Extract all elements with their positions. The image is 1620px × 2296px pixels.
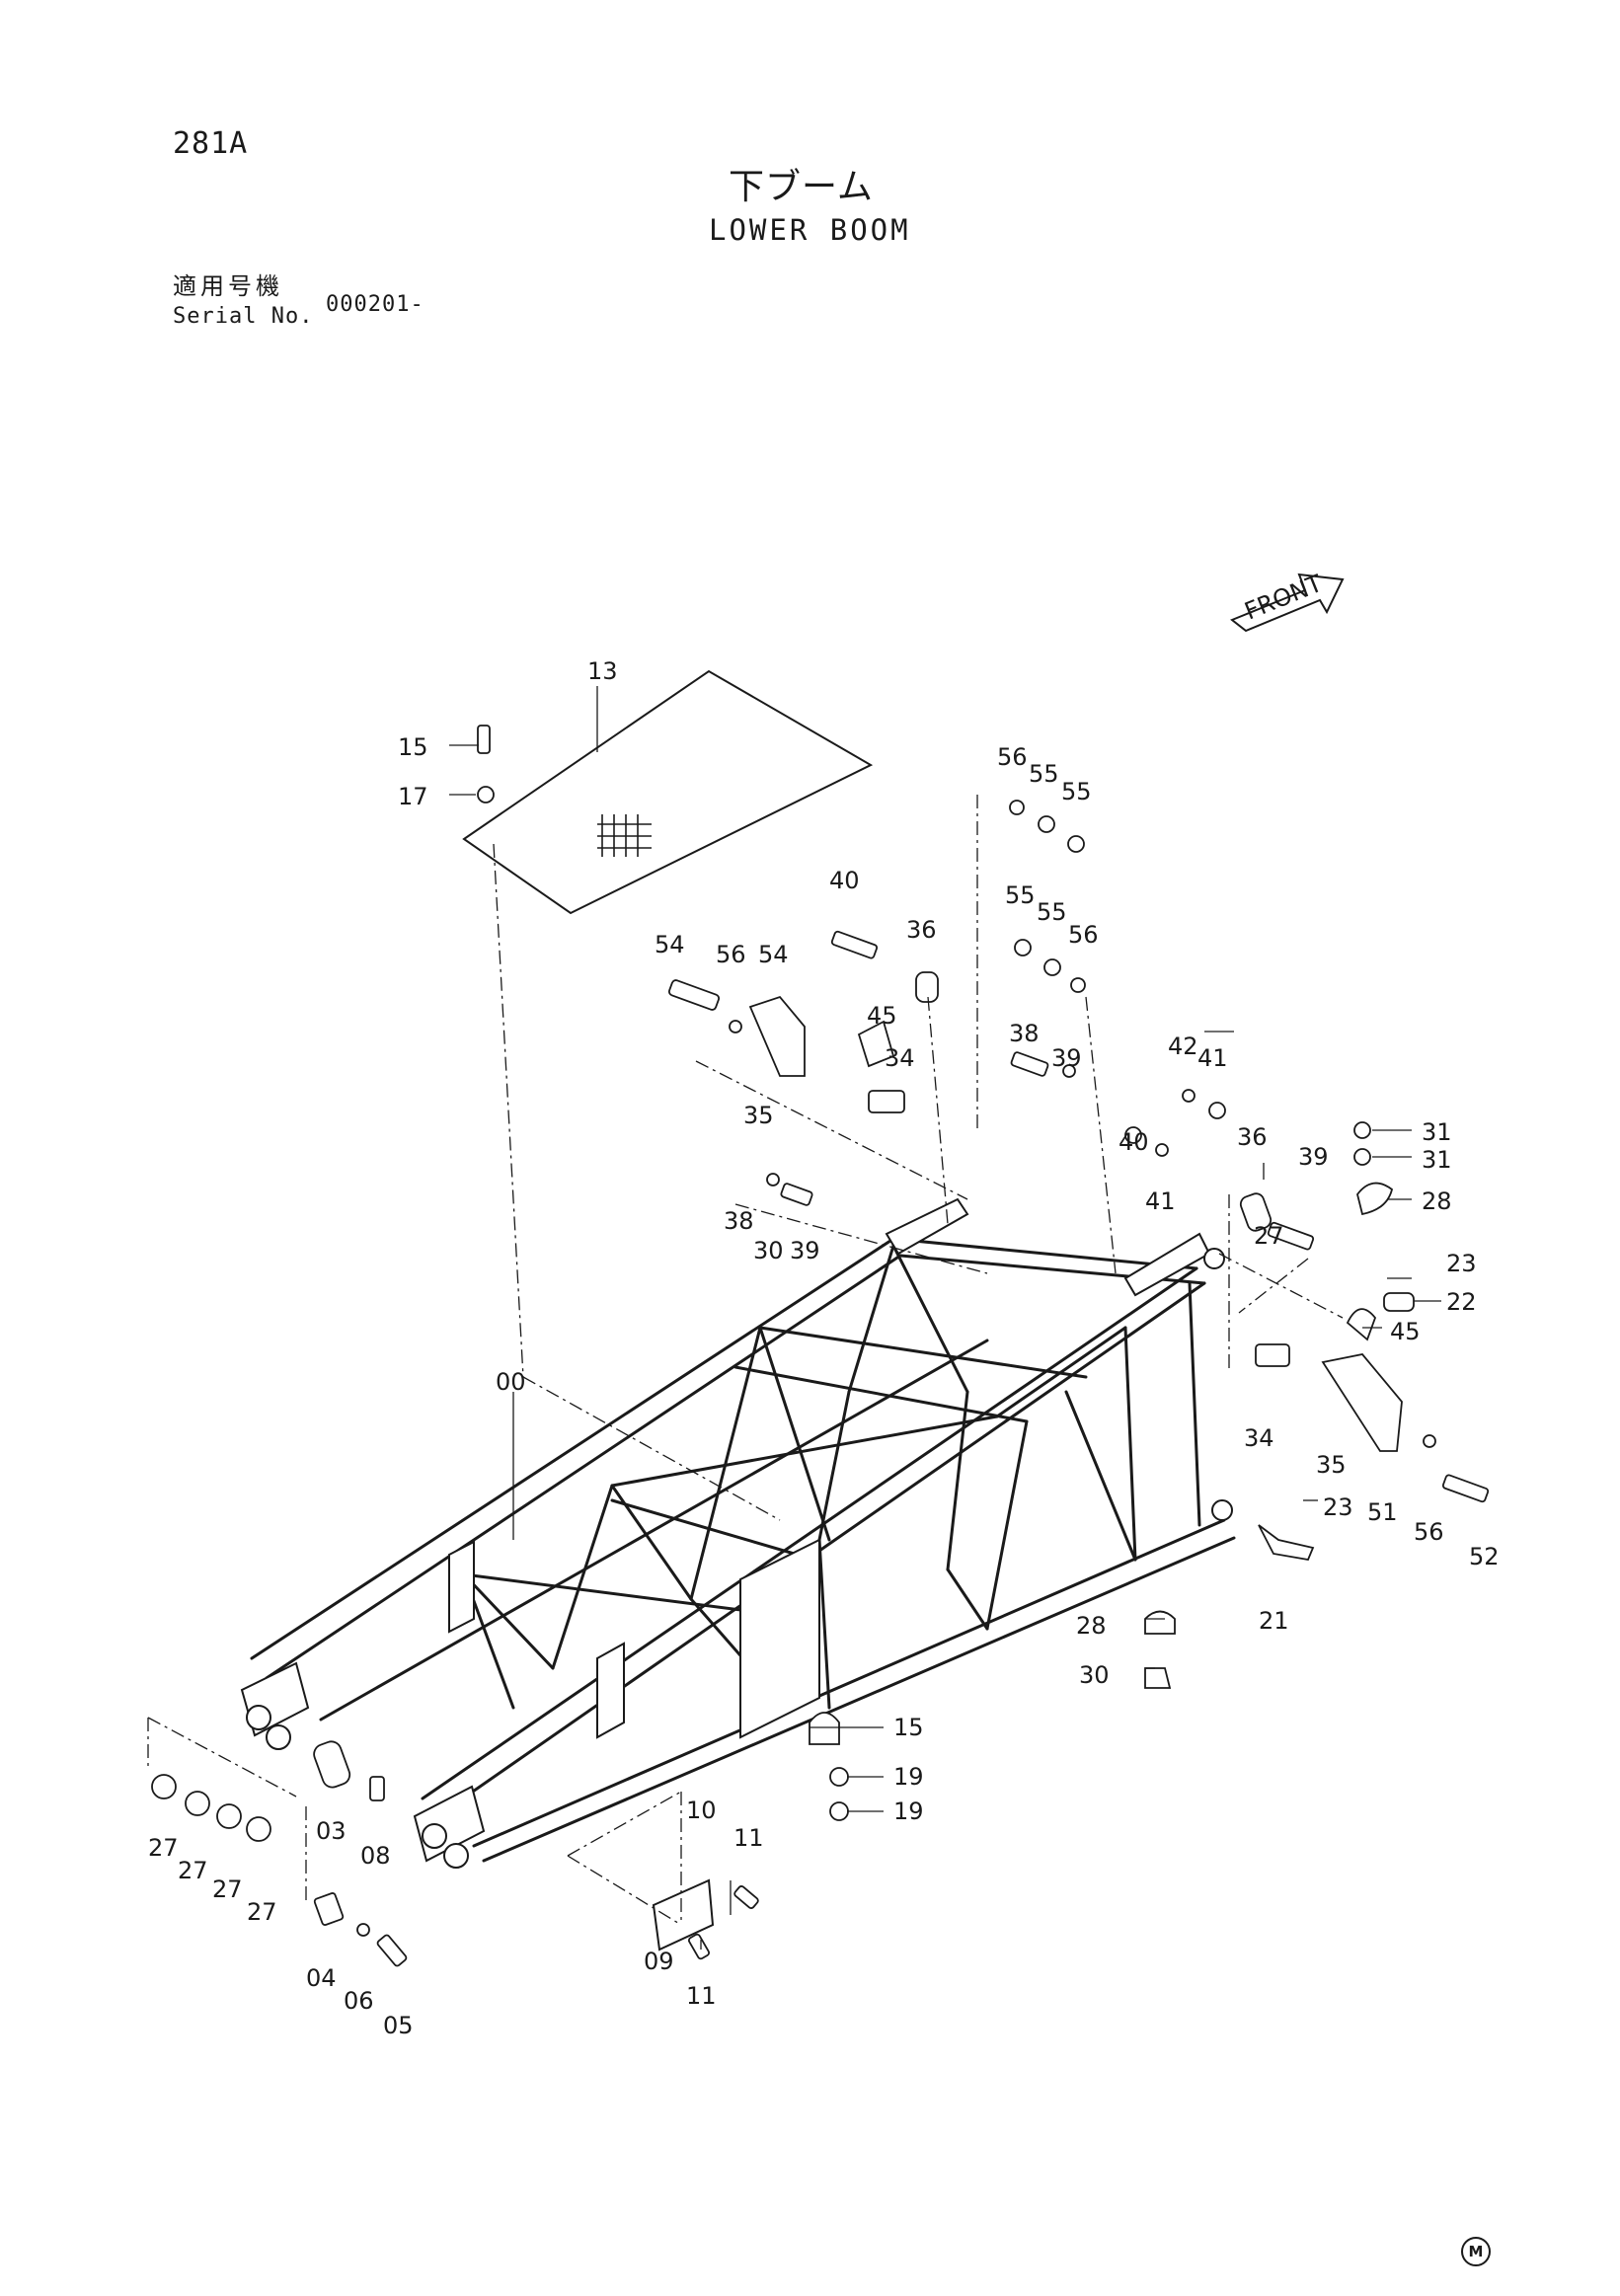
callout-label: 27 <box>1254 1222 1284 1250</box>
callout-label: 54 <box>758 941 789 968</box>
callout-label: 23 <box>1446 1250 1477 1277</box>
callout-label: 17 <box>398 783 428 810</box>
callout-label: 34 <box>885 1044 915 1072</box>
callout-label: 28 <box>1422 1187 1452 1215</box>
callout-label: 52 <box>1469 1543 1500 1570</box>
callout-label: 36 <box>906 916 937 944</box>
title-english: LOWER BOOM <box>709 213 911 247</box>
serial-label-english: Serial No. <box>173 304 314 329</box>
callout-label: 39 <box>790 1237 820 1264</box>
callout-label: 04 <box>306 1964 337 1992</box>
callout-label: 38 <box>1009 1020 1040 1047</box>
callout-label: 56 <box>997 743 1028 771</box>
hardware-parts <box>151 725 1490 1967</box>
callout-label: 45 <box>867 1002 897 1030</box>
manufacturer-mark: M <box>1461 2237 1491 2266</box>
callout-label: 11 <box>686 1982 717 2010</box>
callout-label: 55 <box>1061 778 1092 805</box>
callout-label: 35 <box>743 1102 774 1129</box>
callout-label: 21 <box>1259 1607 1289 1635</box>
callout-label: 15 <box>398 733 428 761</box>
serial-label-japanese: 適用号機 <box>173 272 283 300</box>
callout-label: 34 <box>1244 1424 1274 1452</box>
callout-label: 38 <box>724 1207 754 1235</box>
callout-label: 30 <box>753 1237 784 1264</box>
callout-label: 19 <box>893 1763 924 1791</box>
callout-label: 11 <box>733 1824 764 1852</box>
callout-label: 27 <box>212 1875 243 1903</box>
callout-label: 31 <box>1422 1146 1452 1174</box>
callout-label: 27 <box>247 1898 277 1926</box>
callout-label: 27 <box>178 1857 208 1884</box>
callout-label: 41 <box>1145 1187 1176 1215</box>
title-japanese: 下ブーム <box>729 167 874 207</box>
callout-label: 54 <box>655 931 685 958</box>
callout-label: 28 <box>1076 1612 1107 1640</box>
callout-label: 03 <box>316 1817 347 1845</box>
callout-label: 39 <box>1051 1044 1082 1072</box>
callout-label: 41 <box>1197 1044 1228 1072</box>
callout-label: 40 <box>829 867 860 894</box>
callout-label: 45 <box>1390 1318 1421 1345</box>
callout-label: 56 <box>1068 921 1099 949</box>
callout-label: 56 <box>1414 1518 1444 1546</box>
leader-lines <box>147 686 1441 1950</box>
callout-label: 36 <box>1237 1123 1268 1151</box>
part-callouts: 13 15 17 56 55 55 40 36 55 55 56 54 56 5… <box>148 657 1500 2039</box>
serial-number-value: 000201- <box>326 292 424 317</box>
callout-label: 08 <box>360 1842 391 1870</box>
callout-label: 06 <box>344 1987 374 2015</box>
callout-label: 00 <box>496 1368 526 1396</box>
callout-label: 55 <box>1037 898 1067 926</box>
callout-label: 55 <box>1005 881 1036 909</box>
callout-label: 22 <box>1446 1288 1477 1316</box>
lower-boom-frame <box>240 669 1236 1952</box>
front-arrow-label: FRONT <box>1241 570 1327 626</box>
callout-label: 27 <box>148 1834 179 1862</box>
callout-label: 05 <box>383 2012 414 2039</box>
callout-label: 31 <box>1422 1118 1452 1146</box>
callout-label: 23 <box>1323 1493 1353 1521</box>
callout-label: 51 <box>1367 1498 1398 1526</box>
callout-label: 42 <box>1168 1033 1198 1060</box>
callout-label: 56 <box>716 941 746 968</box>
callout-label: 13 <box>587 657 618 685</box>
callout-label: 10 <box>686 1797 717 1824</box>
callout-label: 39 <box>1298 1143 1329 1171</box>
page-code: 281A <box>173 126 249 161</box>
callout-label: 09 <box>644 1948 674 1975</box>
callout-label: 30 <box>1079 1661 1110 1689</box>
callout-label: 19 <box>893 1798 924 1825</box>
front-arrow: FRONT <box>1230 570 1345 633</box>
callout-label: 40 <box>1119 1128 1149 1156</box>
callout-label: 55 <box>1029 760 1059 788</box>
callout-label: 35 <box>1316 1451 1347 1479</box>
callout-label: 15 <box>893 1714 924 1741</box>
